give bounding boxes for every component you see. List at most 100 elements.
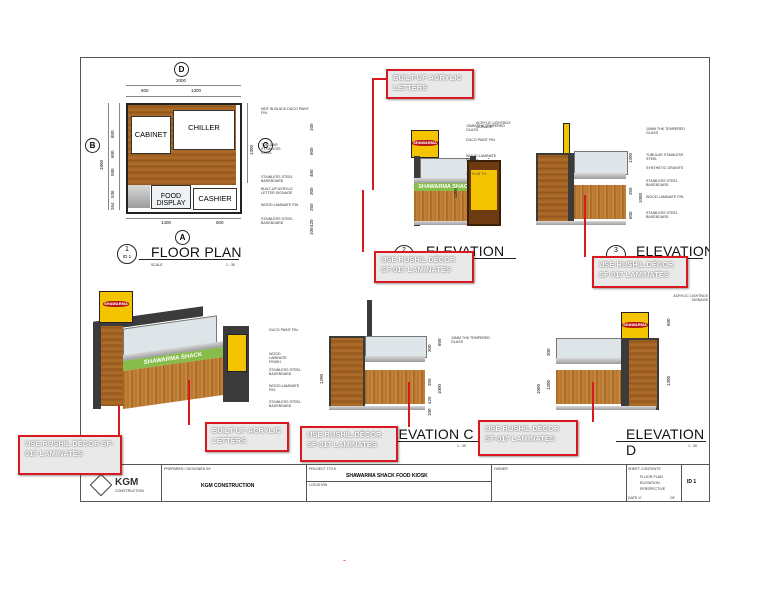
elev-c-dim-3: 1000 xyxy=(437,383,442,394)
cashier-box: CASHIER xyxy=(193,188,237,210)
elev-c-note-1: WOOD LAMINATE FINISH xyxy=(269,352,287,364)
perspective: SHAWARMA SHAWARMA SHACK xyxy=(81,286,261,426)
tb-contents-0: FLOOR PLAN xyxy=(640,475,663,479)
elev-d-glass xyxy=(556,338,623,360)
elev-a-dim-3: 300 xyxy=(309,187,314,195)
persp-side-panel xyxy=(101,326,123,406)
elev-b-post xyxy=(568,153,574,223)
elev-a-wood-panel xyxy=(414,191,476,221)
elev-c-glass xyxy=(365,336,427,358)
elev-b-note-4: WOOD LAMINATE FIN. xyxy=(646,195,685,199)
leader-laminate-d xyxy=(592,382,594,422)
tb-contents-1: ELEVATION xyxy=(640,481,660,485)
tb-project-cell: PROJECT TITLE SHAWARMA SHACK FOOD KIOSK … xyxy=(306,465,492,501)
callout-laminate-b-text: USE RUSHIL DÉCOR SF-017 LAMINATES xyxy=(599,260,674,279)
marker-b: B xyxy=(85,138,100,153)
elev-c-dim-4: 350 xyxy=(427,378,432,386)
elev-a-steel-band xyxy=(414,178,476,183)
elev-d-post xyxy=(621,338,627,408)
counter-strip xyxy=(128,185,150,208)
tb-company-sub: CONSTRUCTION xyxy=(115,489,144,493)
elev-c-dim-0: 1200 xyxy=(319,373,324,384)
persp-sign-text: SHAWARMA xyxy=(103,301,129,307)
cabinet-box: CABINET xyxy=(131,116,171,154)
elev-a-rnote-1: 10MM THK TEMPERED GLASS xyxy=(466,124,506,132)
dim-top-left: 600 xyxy=(141,88,149,93)
kgm-logo-icon xyxy=(89,473,113,497)
dim-right-side: 1300 xyxy=(249,144,254,155)
dim-left-mid-c: 1800 xyxy=(99,159,104,170)
elev-c-note-2: STAINLESS STEEL BASEBOARD xyxy=(269,368,301,376)
leader-laminate-c xyxy=(408,382,410,427)
dim-left-top: 800 xyxy=(110,130,115,138)
elev-d-dim-1: 1200 xyxy=(546,379,551,390)
callout-acrylic-top-text: BUILT-UP ACRYLIC LETTERS xyxy=(393,73,462,92)
callout-acrylic-persp-text: BUILT-UP ACRYLIC LETTERS xyxy=(212,426,281,445)
cabinet-label: CABINET xyxy=(134,130,168,139)
elev-a-sign: SHAWARMA xyxy=(411,130,439,158)
floor-plan-scale-value: 1 : 30 xyxy=(226,263,235,267)
tb-owner-label: OWNER xyxy=(494,467,508,471)
food-display-label: FOOD DISPLAY xyxy=(156,193,186,207)
marker-a: A xyxy=(175,230,190,245)
elev-a-tv-screen xyxy=(471,170,497,210)
elev-b-note-3: STAINLESS STEEL BASEBOARD xyxy=(646,179,678,187)
tb-contents-2: PERSPECTIVE xyxy=(640,487,666,491)
elev-b-dim-0: 1300 xyxy=(628,152,633,163)
elevation-d: ACRYLIC LIGHTBOX SIGNAGE SHAWARMA 1000 1… xyxy=(506,286,709,458)
callout-laminate-persp: USE RUSHIL DÉCOR SF-017 LAMINATES xyxy=(18,435,122,475)
elev-b-wood-door xyxy=(536,153,572,225)
elev-a-tv xyxy=(467,160,501,226)
elev-c-post-top xyxy=(367,300,372,336)
floor-plan-scale-label: SCALE xyxy=(151,263,163,267)
callout-laminate-d-text: USE RUSHIL DÉCOR SF-017 LAMINATES xyxy=(485,424,560,443)
tb-location-label: LOCATION xyxy=(309,483,328,487)
elev-a-rnote-2: DUCO PAINT FIN. xyxy=(466,138,496,142)
callout-laminate-a: USE RUSHIL DÉCOR SF-017 LAMINATES xyxy=(374,251,474,283)
elev-a-note-1: TUBULAR STAINLESS STEEL xyxy=(261,143,281,155)
elev-a-rnote-4: 32" FLAT TV xyxy=(466,172,487,176)
elev-c-steel-band xyxy=(365,356,425,362)
chiller-label: CHILLER xyxy=(188,123,220,132)
elev-c-scale-value: 1 : 30 xyxy=(457,444,466,448)
elev-c-dim-2: 600 xyxy=(437,338,442,346)
elev-c-dim-6: 100 xyxy=(427,408,432,416)
callout-laminate-b: USE RUSHIL DÉCOR SF-017 LAMINATES xyxy=(592,256,688,288)
elev-a-note-3: BUILT-UP ACRYLIC LETTER SIGNAGE xyxy=(261,187,294,195)
persp-tv xyxy=(227,334,247,372)
elev-c-note-3: WOOD LAMINATE FIN. xyxy=(269,384,300,392)
elev-a-letters-band: SHAWARMA SHACK xyxy=(414,183,476,191)
floor-plan-number-circle: 1 ID 1 xyxy=(117,244,137,264)
marker-c: C xyxy=(258,138,273,153)
elev-a-dim-5: 420 xyxy=(309,219,314,227)
elev-d-title: ELEVATION D xyxy=(626,426,705,458)
chiller-box: CHILLER xyxy=(173,110,235,150)
elevation-c: DUCO PAINT FIN. WOOD LAMINATE FINISH STA… xyxy=(261,286,491,448)
persp-sign: SHAWARMA xyxy=(99,291,133,323)
elev-d-wood-panel xyxy=(556,370,621,404)
elev-a-dim-2: 400 xyxy=(309,169,314,177)
tb-project-label: PROJECT TITLE xyxy=(309,467,337,471)
elev-a-dim-4: 350 xyxy=(309,203,314,211)
dim-overall: 2000 xyxy=(176,78,187,83)
elev-d-sign-text: SHAWARMA xyxy=(622,322,648,328)
elev-b-dim-2: 350 xyxy=(628,187,633,195)
callout-acrylic-top: BUILT-UP ACRYLIC LETTERS xyxy=(386,69,474,99)
elev-a-number: 2 xyxy=(395,247,413,255)
elev-d-wood-door xyxy=(627,338,659,410)
tb-prepared-label: PREPARED / DESIGNED BY xyxy=(164,467,212,471)
food-display-box: FOOD DISPLAY xyxy=(151,185,191,209)
elev-b-number: 3 xyxy=(614,247,618,254)
dim-top-right: 1300 xyxy=(191,88,202,93)
elev-a-dim-0: 100 xyxy=(309,123,314,131)
elev-b-dim-1: 1000 xyxy=(638,192,643,203)
elev-a-note-2: STAINLESS STEEL BASEBOARD xyxy=(261,175,293,183)
elev-c-note-0: DUCO PAINT FIN. xyxy=(269,328,299,332)
elev-d-note-0: ACRYLIC LIGHTBOX SIGNAGE xyxy=(673,294,708,302)
elev-a-note-5: STAINLESS STEEL BASEBOARD xyxy=(261,217,293,225)
elev-c-dim-5: 420 xyxy=(427,396,432,404)
dim-left-mid-b: 580 xyxy=(110,168,115,176)
elev-b-steel-band xyxy=(574,173,626,179)
elev-b-note-5: STAINLESS STEEL BASEBOARD xyxy=(646,211,678,219)
elev-c-note-4: STAINLESS STEEL BASEBOARD xyxy=(269,400,301,408)
